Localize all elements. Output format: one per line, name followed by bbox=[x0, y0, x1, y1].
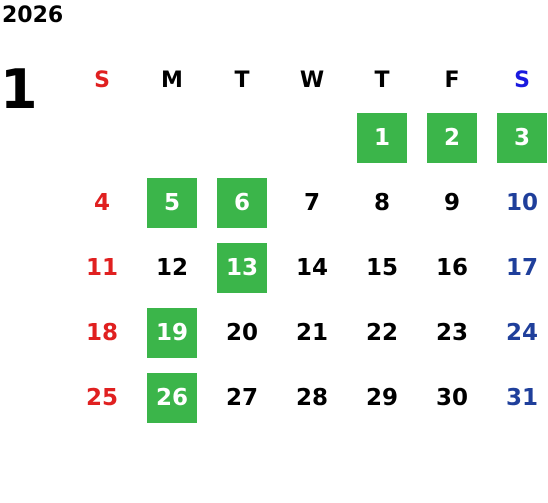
day-cell: 5 bbox=[137, 170, 207, 235]
day-cell: 17 bbox=[487, 235, 548, 300]
day-cell: 1 bbox=[347, 105, 417, 170]
day-number[interactable]: 5 bbox=[147, 177, 197, 228]
day-cell: 30 bbox=[417, 365, 487, 430]
weekday-header: F bbox=[444, 67, 460, 93]
day-number[interactable]: 9 bbox=[443, 189, 460, 216]
day-cell: 29 bbox=[347, 365, 417, 430]
day-number[interactable]: 21 bbox=[295, 319, 328, 346]
day-number[interactable]: 22 bbox=[365, 319, 398, 346]
day-number[interactable]: 4 bbox=[93, 189, 110, 216]
empty-cell bbox=[137, 105, 207, 170]
day-number[interactable]: 26 bbox=[147, 372, 197, 423]
day-cell: 7 bbox=[277, 170, 347, 235]
day-number[interactable]: 13 bbox=[217, 242, 267, 293]
day-number[interactable]: 6 bbox=[217, 177, 267, 228]
day-cell: 9 bbox=[417, 170, 487, 235]
day-cell: 10 bbox=[487, 170, 548, 235]
day-number[interactable]: 23 bbox=[435, 319, 468, 346]
day-number[interactable]: 24 bbox=[505, 319, 538, 346]
weekday-header: M bbox=[161, 67, 183, 93]
day-cell: 3 bbox=[487, 105, 548, 170]
day-number[interactable]: 25 bbox=[85, 384, 118, 411]
empty-cell bbox=[207, 105, 277, 170]
day-cell: 26 bbox=[137, 365, 207, 430]
day-cell: 25 bbox=[67, 365, 137, 430]
day-number[interactable]: 29 bbox=[365, 384, 398, 411]
day-number[interactable]: 31 bbox=[505, 384, 538, 411]
day-number[interactable]: 12 bbox=[155, 254, 188, 281]
day-number[interactable]: 16 bbox=[435, 254, 468, 281]
day-number[interactable]: 3 bbox=[497, 112, 547, 163]
day-number[interactable]: 10 bbox=[505, 189, 538, 216]
day-cell: 16 bbox=[417, 235, 487, 300]
day-cell: 12 bbox=[137, 235, 207, 300]
day-cell: 8 bbox=[347, 170, 417, 235]
day-cell: 19 bbox=[137, 300, 207, 365]
day-cell: 13 bbox=[207, 235, 277, 300]
day-number[interactable]: 11 bbox=[85, 254, 118, 281]
year-label: 2026 bbox=[2, 3, 64, 28]
weekday-header: T bbox=[374, 67, 390, 93]
day-cell: 14 bbox=[277, 235, 347, 300]
weekday-header: S bbox=[514, 67, 530, 93]
weekday-header: W bbox=[299, 67, 325, 93]
day-cell: 11 bbox=[67, 235, 137, 300]
month-number: 1 bbox=[0, 58, 38, 121]
day-number[interactable]: 19 bbox=[147, 307, 197, 358]
weekday-header: T bbox=[234, 67, 250, 93]
day-cell: 4 bbox=[67, 170, 137, 235]
day-cell: 24 bbox=[487, 300, 548, 365]
empty-cell bbox=[277, 105, 347, 170]
day-number[interactable]: 8 bbox=[373, 189, 390, 216]
day-cell: 23 bbox=[417, 300, 487, 365]
day-number[interactable]: 1 bbox=[357, 112, 407, 163]
day-cell: 22 bbox=[347, 300, 417, 365]
day-cell: 31 bbox=[487, 365, 548, 430]
day-number[interactable]: 20 bbox=[225, 319, 258, 346]
day-number[interactable]: 2 bbox=[427, 112, 477, 163]
day-number[interactable]: 27 bbox=[225, 384, 258, 411]
empty-cell bbox=[67, 105, 137, 170]
day-number[interactable]: 30 bbox=[435, 384, 468, 411]
day-cell: 21 bbox=[277, 300, 347, 365]
day-cell: 28 bbox=[277, 365, 347, 430]
day-cell: 6 bbox=[207, 170, 277, 235]
day-number[interactable]: 14 bbox=[295, 254, 328, 281]
day-cell: 20 bbox=[207, 300, 277, 365]
day-cell: 2 bbox=[417, 105, 487, 170]
weekday-header: S bbox=[94, 67, 110, 93]
day-number[interactable]: 28 bbox=[295, 384, 328, 411]
day-number[interactable]: 7 bbox=[303, 189, 320, 216]
day-number[interactable]: 15 bbox=[365, 254, 398, 281]
day-number[interactable]: 18 bbox=[85, 319, 118, 346]
day-cell: 18 bbox=[67, 300, 137, 365]
day-number[interactable]: 17 bbox=[505, 254, 538, 281]
day-cell: 27 bbox=[207, 365, 277, 430]
day-cell: 15 bbox=[347, 235, 417, 300]
